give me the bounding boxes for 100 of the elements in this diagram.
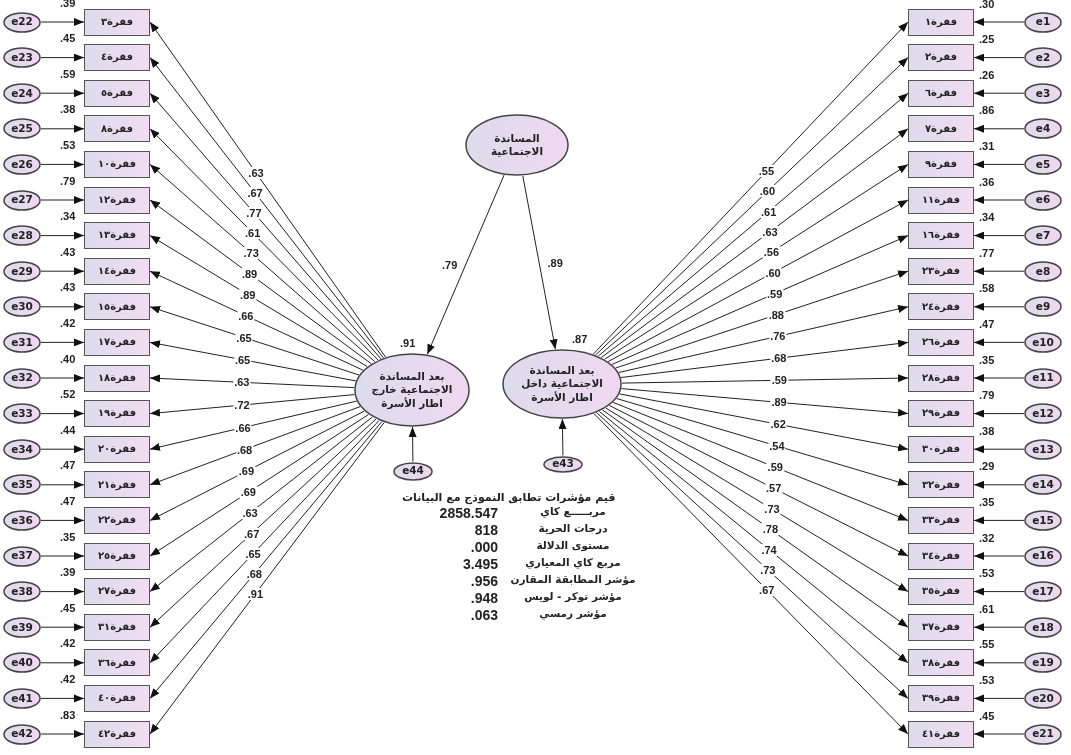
error-term-ellipse (3, 189, 41, 211)
r-squared-value: .79 (60, 174, 76, 187)
arrow (40, 18, 85, 26)
arrow (149, 394, 355, 417)
r-squared-value: .40 (60, 352, 76, 365)
arrow (973, 730, 1025, 738)
r-squared-value: .86 (979, 104, 995, 117)
error-label: e25 (11, 122, 33, 136)
item-label: فقرة١٤ (97, 264, 137, 278)
arrow (611, 235, 909, 365)
error-label: e34 (11, 442, 33, 456)
error-label: e33 (11, 407, 33, 421)
item-label: فقرة٢٦ (921, 336, 961, 349)
arrow (558, 418, 567, 456)
r-squared-value: .43 (60, 281, 76, 294)
error-term-ellipse (3, 82, 41, 104)
arrow (40, 658, 85, 667)
arrow (973, 124, 1025, 133)
arrow (612, 401, 909, 521)
fit-index-name: مربع كاي المعياري (525, 556, 621, 571)
edge-label: .61 (244, 226, 262, 239)
fit-index-value: 2858.547 (439, 505, 498, 521)
edge-label: .89 (240, 267, 259, 280)
arrow (608, 405, 909, 557)
edge-label: .65 (244, 547, 262, 560)
r-squared-value: .45 (60, 32, 76, 45)
r-squared-value: .47 (979, 317, 995, 330)
r-squared-value: .29 (979, 460, 995, 473)
error-label: e24 (11, 86, 33, 100)
arrow (973, 658, 1025, 667)
error-label: e28 (11, 229, 33, 243)
r-squared-value: .34 (60, 210, 76, 223)
r-squared-value: .91 (400, 337, 416, 349)
edge-label: .67 (243, 527, 261, 540)
arrow (973, 516, 1025, 525)
fit-index-value: .948 (470, 590, 498, 606)
fit-index-value: 818 (474, 522, 498, 538)
arrow (620, 339, 909, 378)
arrow (973, 231, 1025, 240)
item-label: فقرة١٧ (97, 336, 137, 349)
error-label: e38 (11, 585, 33, 599)
edge-label: .65 (235, 331, 253, 344)
fit-index-name: مؤشر رمسي (539, 607, 607, 622)
item-label: فقرة١ (925, 15, 957, 29)
arrow (149, 400, 358, 451)
error-term-ellipse (3, 652, 41, 674)
error-term-ellipse (543, 455, 583, 473)
r-squared-value: .38 (979, 424, 995, 437)
arrow (973, 409, 1025, 418)
item-label: فقرة٩ (925, 158, 957, 171)
r-squared-value: .83 (60, 708, 76, 721)
r-squared-value: .38 (60, 103, 76, 116)
item-label: فقرة٥ (101, 86, 133, 100)
error-label: e10 (1032, 335, 1054, 349)
error-label: e17 (1032, 585, 1054, 599)
error-term-ellipse (1024, 296, 1062, 318)
item-label: فقرة١٠ (97, 158, 137, 171)
r-squared-value: .45 (979, 709, 995, 722)
arrow (973, 445, 1025, 454)
r-squared-value: .35 (979, 353, 995, 366)
arrow (40, 302, 85, 311)
r-squared-value: .45 (60, 601, 76, 614)
item-label: فقرة٢١ (97, 478, 137, 492)
item-label: فقرة٤١ (921, 727, 961, 741)
fit-indices-heading: قيم مؤشرات تطابق النموذج مع البيانات (402, 491, 616, 504)
r-squared-value: .32 (979, 531, 995, 544)
edge-label: .65 (233, 353, 252, 366)
arrow (40, 231, 85, 240)
arrow (408, 426, 417, 462)
error-term-ellipse (3, 509, 41, 531)
item-label: فقرة١٩ (97, 407, 137, 420)
error-label: e23 (11, 51, 33, 65)
error-term-ellipse (3, 616, 41, 638)
arrow (40, 516, 85, 525)
arrow (601, 409, 909, 628)
edge-label: .89 (546, 256, 564, 269)
error-label: e20 (1032, 691, 1054, 705)
error-term-ellipse (393, 461, 433, 481)
fit-index-value: 3.495 (462, 556, 498, 572)
fit-index-value: .956 (470, 573, 498, 589)
item-label: فقرة٣٠ (921, 442, 961, 456)
r-squared-value: .44 (60, 423, 76, 436)
r-squared-value: .35 (979, 495, 995, 508)
arrow (973, 587, 1025, 596)
edge-label: .89 (770, 396, 788, 409)
item-label: فقرة٤ (101, 51, 133, 64)
error-term-ellipse (3, 367, 41, 389)
arrow (973, 694, 1025, 703)
error-term-ellipse (1024, 331, 1062, 353)
item-label: فقرة٦ (925, 86, 957, 100)
fit-index-name: مربـــــع كاي (540, 505, 606, 520)
r-squared-value: .42 (60, 316, 76, 329)
item-label: فقرة٢٣ (921, 264, 961, 278)
error-term-ellipse (1024, 367, 1062, 389)
error-term-ellipse (3, 118, 41, 140)
error-term-ellipse (1024, 47, 1062, 69)
arrow (607, 199, 909, 363)
error-term-ellipse (1024, 438, 1062, 460)
arrow (149, 199, 372, 365)
r-squared-value: .47 (60, 494, 76, 507)
